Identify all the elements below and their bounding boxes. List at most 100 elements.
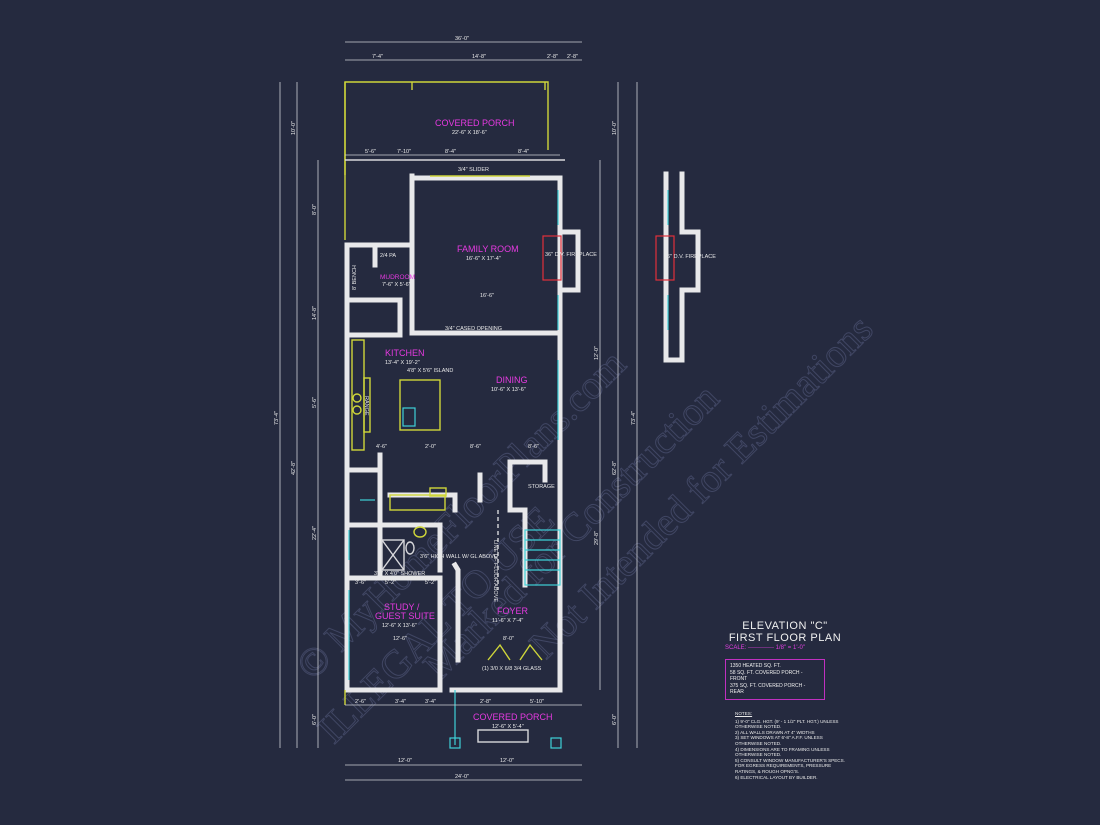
shower-label: 3'0" X 4'0" SHOWER <box>374 571 425 577</box>
plan-title: FIRST FLOOR PLAN <box>728 632 842 644</box>
note-item: 5) CONSULT WINDOW MANUFACTURER'S SPECS. … <box>735 757 845 774</box>
dim-bottom-4: 2'-8" <box>480 699 491 705</box>
sqft-front-porch: 58 SQ. FT. COVERED PORCH - FRONT <box>730 669 803 683</box>
family-room-name: FAMILY ROOM <box>457 244 519 254</box>
stairs: LINE OF FLOOR ABOVE STORAGE <box>492 484 561 602</box>
dim-right-overall: 73'-4" <box>631 411 637 425</box>
dim-study-1: 3'-6" <box>355 580 366 586</box>
dim-bottom-1: 2'-6" <box>355 699 366 705</box>
dimension-lines <box>279 41 638 781</box>
note-item: 2) ALL WALLS DRAWN AT 4" WIDTHS <box>735 729 815 735</box>
note-item: 3) SET WINDOWS AT 6'-8" A.F.F. UNLESS OT… <box>735 735 823 746</box>
bench-label: 8' BENCH <box>352 265 358 290</box>
dim-right-inner-1: 62'-8" <box>612 461 618 475</box>
mudroom-size: 7'-6" X 5'-6" <box>382 282 411 288</box>
exterior-walls <box>344 173 563 693</box>
dim-left-3: 5'-6" <box>312 397 318 408</box>
dim-right-3: 6'-0" <box>612 714 618 725</box>
notes-block: NOTES: 1) 9'-0" CLG. HGT. (9' - 1 1/2" P… <box>735 711 845 780</box>
study-size: 12'-6" X 13'-6" <box>382 623 417 629</box>
dim-left-4: 22'-4" <box>312 526 318 540</box>
study-name: STUDY / <box>384 602 420 612</box>
dim-dining-1: 8'-6" <box>470 444 481 450</box>
rear-porch-name: COVERED PORCH <box>435 118 515 128</box>
dim-overall-top: 36'-0" <box>455 36 469 42</box>
dim-bottom-3: 3'-4" <box>425 699 436 705</box>
dim-porch-3: 8'-4" <box>445 149 456 155</box>
watermark-line4: Not Intended for Estimations <box>520 306 881 667</box>
dim-kitchen-2: 2'-0" <box>425 444 436 450</box>
island-label: 4'8" X 5'6" ISLAND <box>407 368 453 374</box>
title-block: ELEVATION "C" FIRST FLOOR PLAN SCALE: --… <box>725 620 845 700</box>
slider-door: 3/4" SLIDER <box>430 167 530 177</box>
dim-left-overall: 73'-4" <box>274 411 280 425</box>
scale-value: 1/8" = 1'-0" <box>775 645 805 651</box>
notes-title: NOTES: <box>735 711 753 716</box>
dim-overall-bottom: 24'-0" <box>455 774 469 780</box>
dim-top-3: 2'-8" <box>547 54 558 60</box>
half-wall-label: 3'6" HIGH WALL W/ GL ABOVE <box>420 554 498 560</box>
dim-right-porch: 10'-0" <box>612 121 618 135</box>
dim-bottom-2: 3'-4" <box>395 699 406 705</box>
dim-left-1: 8'-0" <box>312 204 318 215</box>
front-porch-size: 12'-6" X 5'-4" <box>492 724 524 730</box>
kitchen-fixtures: 4'8" X 5'6" ISLAND RANGE 2/4 PA 8' BENCH <box>351 253 453 511</box>
note-item: 6) ELECTRICAL LAYOUT BY BUILDER. <box>735 774 818 780</box>
bathroom-fixtures: 3'0" X 4'0" SHOWER 3'6" HIGH WALL W/ GL … <box>374 526 498 577</box>
kitchen-name: KITCHEN <box>385 348 425 358</box>
dimension-texts: 36'-0" 7'-4" 14'-8" 2'-8" 2'-8" 5'-6" 7'… <box>274 36 637 780</box>
pantry-label: 2/4 PA <box>380 253 396 259</box>
floor-above-label: LINE OF FLOOR ABOVE <box>492 540 498 602</box>
door-label: (1) 3/0 X 6/8 3/4 GLASS <box>482 666 542 672</box>
mudroom-name: MUDROOM <box>380 274 415 281</box>
note-item: 1) 9'-0" CLG. HGT. (9' - 1 1/2" PLT. HGT… <box>735 718 839 730</box>
front-entry: (1) 3/0 X 6/8 3/4 GLASS <box>344 643 562 749</box>
dim-dining-2: 8'-6" <box>528 444 539 450</box>
fireplace-alt-label: 36" D.V. FIREPLACE <box>664 254 716 260</box>
dim-porch-1: 5'-6" <box>365 149 376 155</box>
dim-study-2: 5'-2" <box>385 580 396 586</box>
foyer-size: 11'-6" X 7'-4" <box>492 618 523 624</box>
dining-size: 10'-6" X 13'-6" <box>491 387 526 393</box>
front-porch-name: COVERED PORCH <box>473 712 553 722</box>
note-item: 4) DIMENSIONS ARE TO FRAMING UNLESS OTHE… <box>735 746 830 758</box>
fireplace-label: 36" D.V. FIREPLACE <box>545 252 597 258</box>
dim-top-1: 7'-4" <box>372 54 383 60</box>
slider-label: 3/4" SLIDER <box>458 167 489 173</box>
dim-left-5: 6'-0" <box>312 714 318 725</box>
foyer-name: FOYER <box>497 606 529 616</box>
kitchen-size: 13'-4" X 19'-2" <box>385 360 420 366</box>
dim-left-outer-1: 42'-8" <box>291 461 297 475</box>
dim-right-2: 29'-8" <box>594 531 600 545</box>
dim-front-1: 12'-0" <box>398 758 412 764</box>
family-room-size: 16'-6" X 17'-4" <box>466 256 501 262</box>
rear-porch <box>344 81 565 240</box>
study-name-2: GUEST SUITE <box>375 611 435 621</box>
dim-study-4: 12'-6" <box>393 636 407 642</box>
dim-foyer-door: 8'-0" <box>503 636 514 642</box>
dim-front-2: 12'-0" <box>500 758 514 764</box>
dim-kitchen-1: 4'-6" <box>376 444 387 450</box>
sqft-rear-porch: 375 SQ. FT. COVERED PORCH - REAR <box>730 682 806 696</box>
dining-name: DINING <box>496 375 528 385</box>
square-footage-box: 1350 HEATED SQ. FT. 58 SQ. FT. COVERED P… <box>725 659 825 700</box>
dim-left-2: 14'-8" <box>312 306 318 320</box>
fireplace-alt-detail: 36" D.V. FIREPLACE <box>655 171 716 363</box>
windows <box>348 190 559 680</box>
scale-label: SCALE: <box>725 645 747 651</box>
dim-family-width: 16'-6" <box>480 293 494 299</box>
dim-bottom-5: 5'-10" <box>530 699 544 705</box>
cased-opening-label: 3/4" CASED OPENING <box>445 326 502 332</box>
dim-left-porch: 10'-0" <box>291 121 297 135</box>
dim-top-2: 14'-8" <box>472 54 486 60</box>
room-labels: COVERED PORCH 22'-6" X 18'-6" FAMILY ROO… <box>375 118 553 730</box>
storage-label: STORAGE <box>528 484 555 490</box>
sqft-heated: 1350 HEATED SQ. FT. <box>730 663 781 669</box>
dim-porch-2: 7'-10" <box>397 149 411 155</box>
fireplace: 36" D.V. FIREPLACE <box>542 229 597 293</box>
dim-study-3: 5'-2" <box>425 580 436 586</box>
rear-porch-size: 22'-6" X 18'-6" <box>452 130 487 136</box>
range-label: RANGE <box>363 396 369 416</box>
dim-top-4: 2'-8" <box>567 54 578 60</box>
